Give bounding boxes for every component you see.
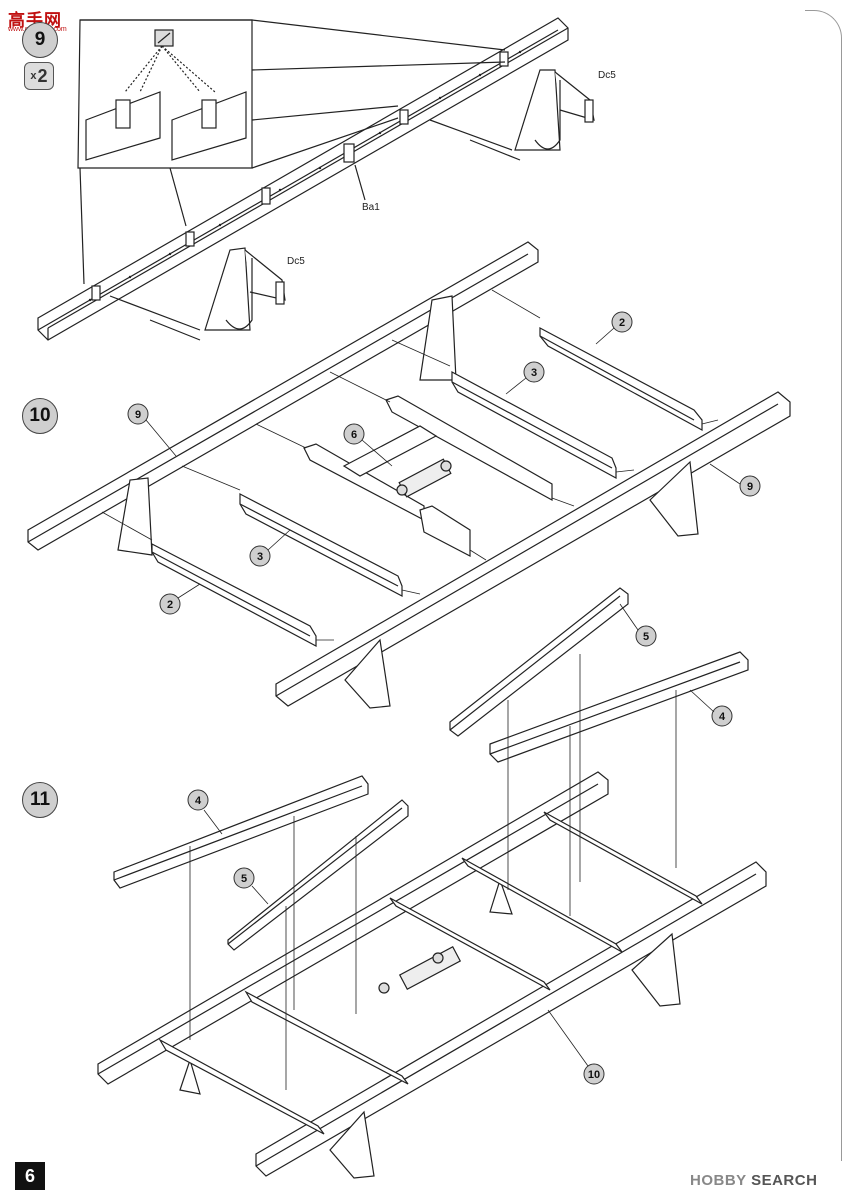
step11-foot-2 [631,932,681,1007]
callout-s11-4-left [187,789,209,811]
step9-dc5-upper [429,69,595,161]
callout-s10-9-left-text: 9 [135,409,141,421]
callout-leaders [145,327,741,1067]
callout-s10-6-text: 6 [351,429,357,441]
callout-s11-4-left-text: 4 [195,795,202,807]
step11-foot-4 [489,878,513,915]
label-ba1: Ba1 [362,202,380,213]
callout-s10-9-right [739,475,761,497]
step11-back-rail [97,771,609,1085]
callout-s10-2-right [611,311,633,333]
step9-dc5-lower [109,247,286,341]
callout-s10-6 [343,423,365,445]
step11-crossmember-2 [244,990,409,1085]
step9-bracket-3 [261,187,271,205]
callout-s10-3-right [523,361,545,383]
step11-center-unit [398,946,462,990]
step-11-drawing [97,587,767,1179]
step-9-number: 9 [34,29,46,50]
step-9-badge: 9 [22,22,58,58]
step-11-badge: 11 [22,782,58,818]
callout-circles [127,311,761,1085]
step11-foot-3 [179,1057,201,1095]
multiplier-badge: x 2 [24,62,54,90]
step10-front-foot-2 [649,460,699,537]
callout-s10-3-right-text: 3 [531,367,537,379]
callout-s11-10 [583,1063,605,1085]
part-3-left [239,493,403,597]
part-2-right [539,327,703,432]
step-10-badge: 10 [22,398,58,434]
callout-s10-9-right-text: 9 [747,481,753,493]
callout-s11-5-left-text: 5 [241,873,247,885]
part-3-right [451,370,617,480]
page-number: 6 [15,1162,45,1190]
callout-s11-5-top-text: 5 [643,631,649,643]
step11-drop-lines [189,654,677,1090]
callout-s10-3-left [249,545,271,567]
step11-front-rail [255,861,767,1177]
label-dc5-mid: Dc5 [287,256,305,267]
step9-bracket-5 [499,51,509,67]
hobbysearch-watermark: HOBBY SEARCH [690,1172,817,1189]
step9-bracket-1 [91,285,101,301]
step11-crossmember-1 [158,1038,325,1135]
step11-crossmember-4 [461,857,623,953]
callout-s11-5-top [635,625,657,647]
label-dc5-top: Dc5 [598,70,616,81]
callout-numbers: 9 6 3 2 9 3 2 5 4 4 5 10 [135,317,753,1081]
step9-rail-holes [88,50,522,302]
step10-guide-lines [101,289,719,641]
callout-s10-2-right-text: 2 [619,317,625,329]
step-9-drawing: Ba1 Dc5 Dc5 [37,17,616,341]
step11-crossmember-3 [389,897,551,991]
callout-s10-2-left [159,593,181,615]
step9-bracket-2 [185,231,195,247]
callout-s11-4-top-text: 4 [719,711,726,723]
multiplier-prefix: x [30,70,37,82]
step-10-drawing [27,241,791,709]
callout-s10-2-left-text: 2 [167,599,173,611]
callout-s10-3-left-text: 3 [257,551,263,563]
step-10-number: 10 [29,405,51,426]
watermark-brand: HOBBY [690,1172,747,1189]
watermark-text: SEARCH [751,1172,818,1189]
callout-s11-4-top [711,705,733,727]
step-11-number: 11 [29,789,51,810]
step10-back-frame-2 [419,295,457,381]
part-6-assembly [303,395,553,557]
step9-bracket-ba1 [343,143,355,163]
step9-bracket-4 [399,109,409,125]
callout-s11-5-left [233,867,255,889]
step11-foot-1 [329,1110,375,1179]
callout-s11-10-text: 10 [588,1069,600,1081]
step11-crossmember-5 [543,811,703,905]
step10-back-frame-1 [117,477,153,556]
callout-s10-9-left [127,403,149,425]
multiplier-value: 2 [37,65,48,86]
step10-front-foot-1 [344,638,391,709]
